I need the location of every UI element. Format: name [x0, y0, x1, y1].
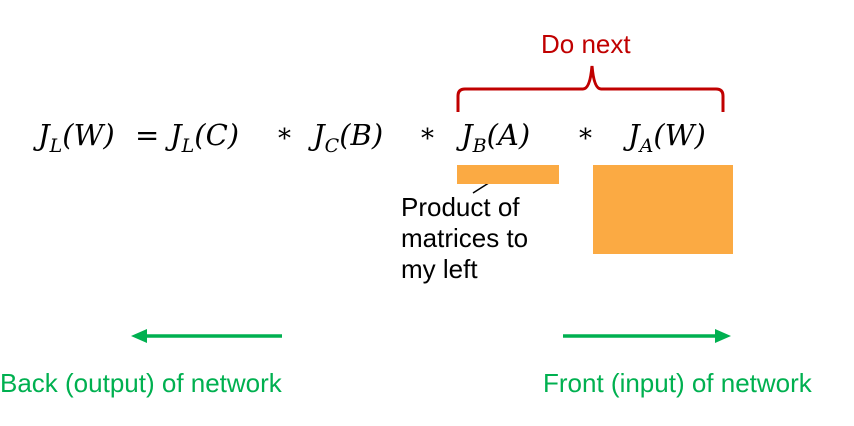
front-of-network-label: Front (input) of network	[543, 368, 812, 398]
multiply-operator: *	[278, 124, 291, 154]
jacobian-symbol: J	[628, 118, 640, 152]
row-vector-block	[457, 165, 559, 184]
jacobian-subscript: A	[639, 134, 654, 157]
jacobian-argument: (C)	[194, 118, 240, 152]
equation-term-4: JA(W)	[628, 118, 706, 157]
equation-lhs: JL(W)	[38, 118, 115, 157]
jacobian-subscript: B	[472, 134, 487, 157]
equation-term-3: JB(A)	[461, 118, 530, 157]
jacobian-symbol: J	[38, 118, 50, 152]
caption-line: matrices to	[401, 223, 529, 253]
arrow-right-icon	[563, 329, 731, 343]
equals-sign: =	[135, 118, 160, 152]
jacobian-symbol: J	[170, 118, 182, 152]
multiply-operator: *	[421, 124, 434, 154]
jacobian-symbol: J	[461, 118, 473, 152]
jacobian-argument: (A)	[486, 118, 531, 152]
jacobian-subscript: L	[49, 134, 63, 157]
back-of-network-label: Back (output) of network	[0, 368, 282, 398]
jacobian-argument: (B)	[339, 118, 384, 152]
jacobian-subscript: L	[181, 134, 195, 157]
caption-line: Product of	[401, 192, 520, 222]
jacobian-argument: (W)	[653, 118, 706, 152]
equation-term-1: JL(C)	[170, 118, 239, 157]
jacobian-symbol: J	[313, 118, 325, 152]
jacobian-subscript: C	[324, 134, 340, 157]
jacobian-argument: (W)	[62, 118, 115, 152]
matrix-block	[593, 165, 733, 254]
caption: Product of matrices to my left	[401, 192, 528, 285]
caption-line: my left	[401, 254, 478, 284]
multiply-operator: *	[579, 124, 592, 154]
do-next-label: Do next	[541, 29, 631, 59]
arrow-left-icon	[131, 329, 282, 343]
equation-term-2: JC(B)	[313, 118, 383, 157]
